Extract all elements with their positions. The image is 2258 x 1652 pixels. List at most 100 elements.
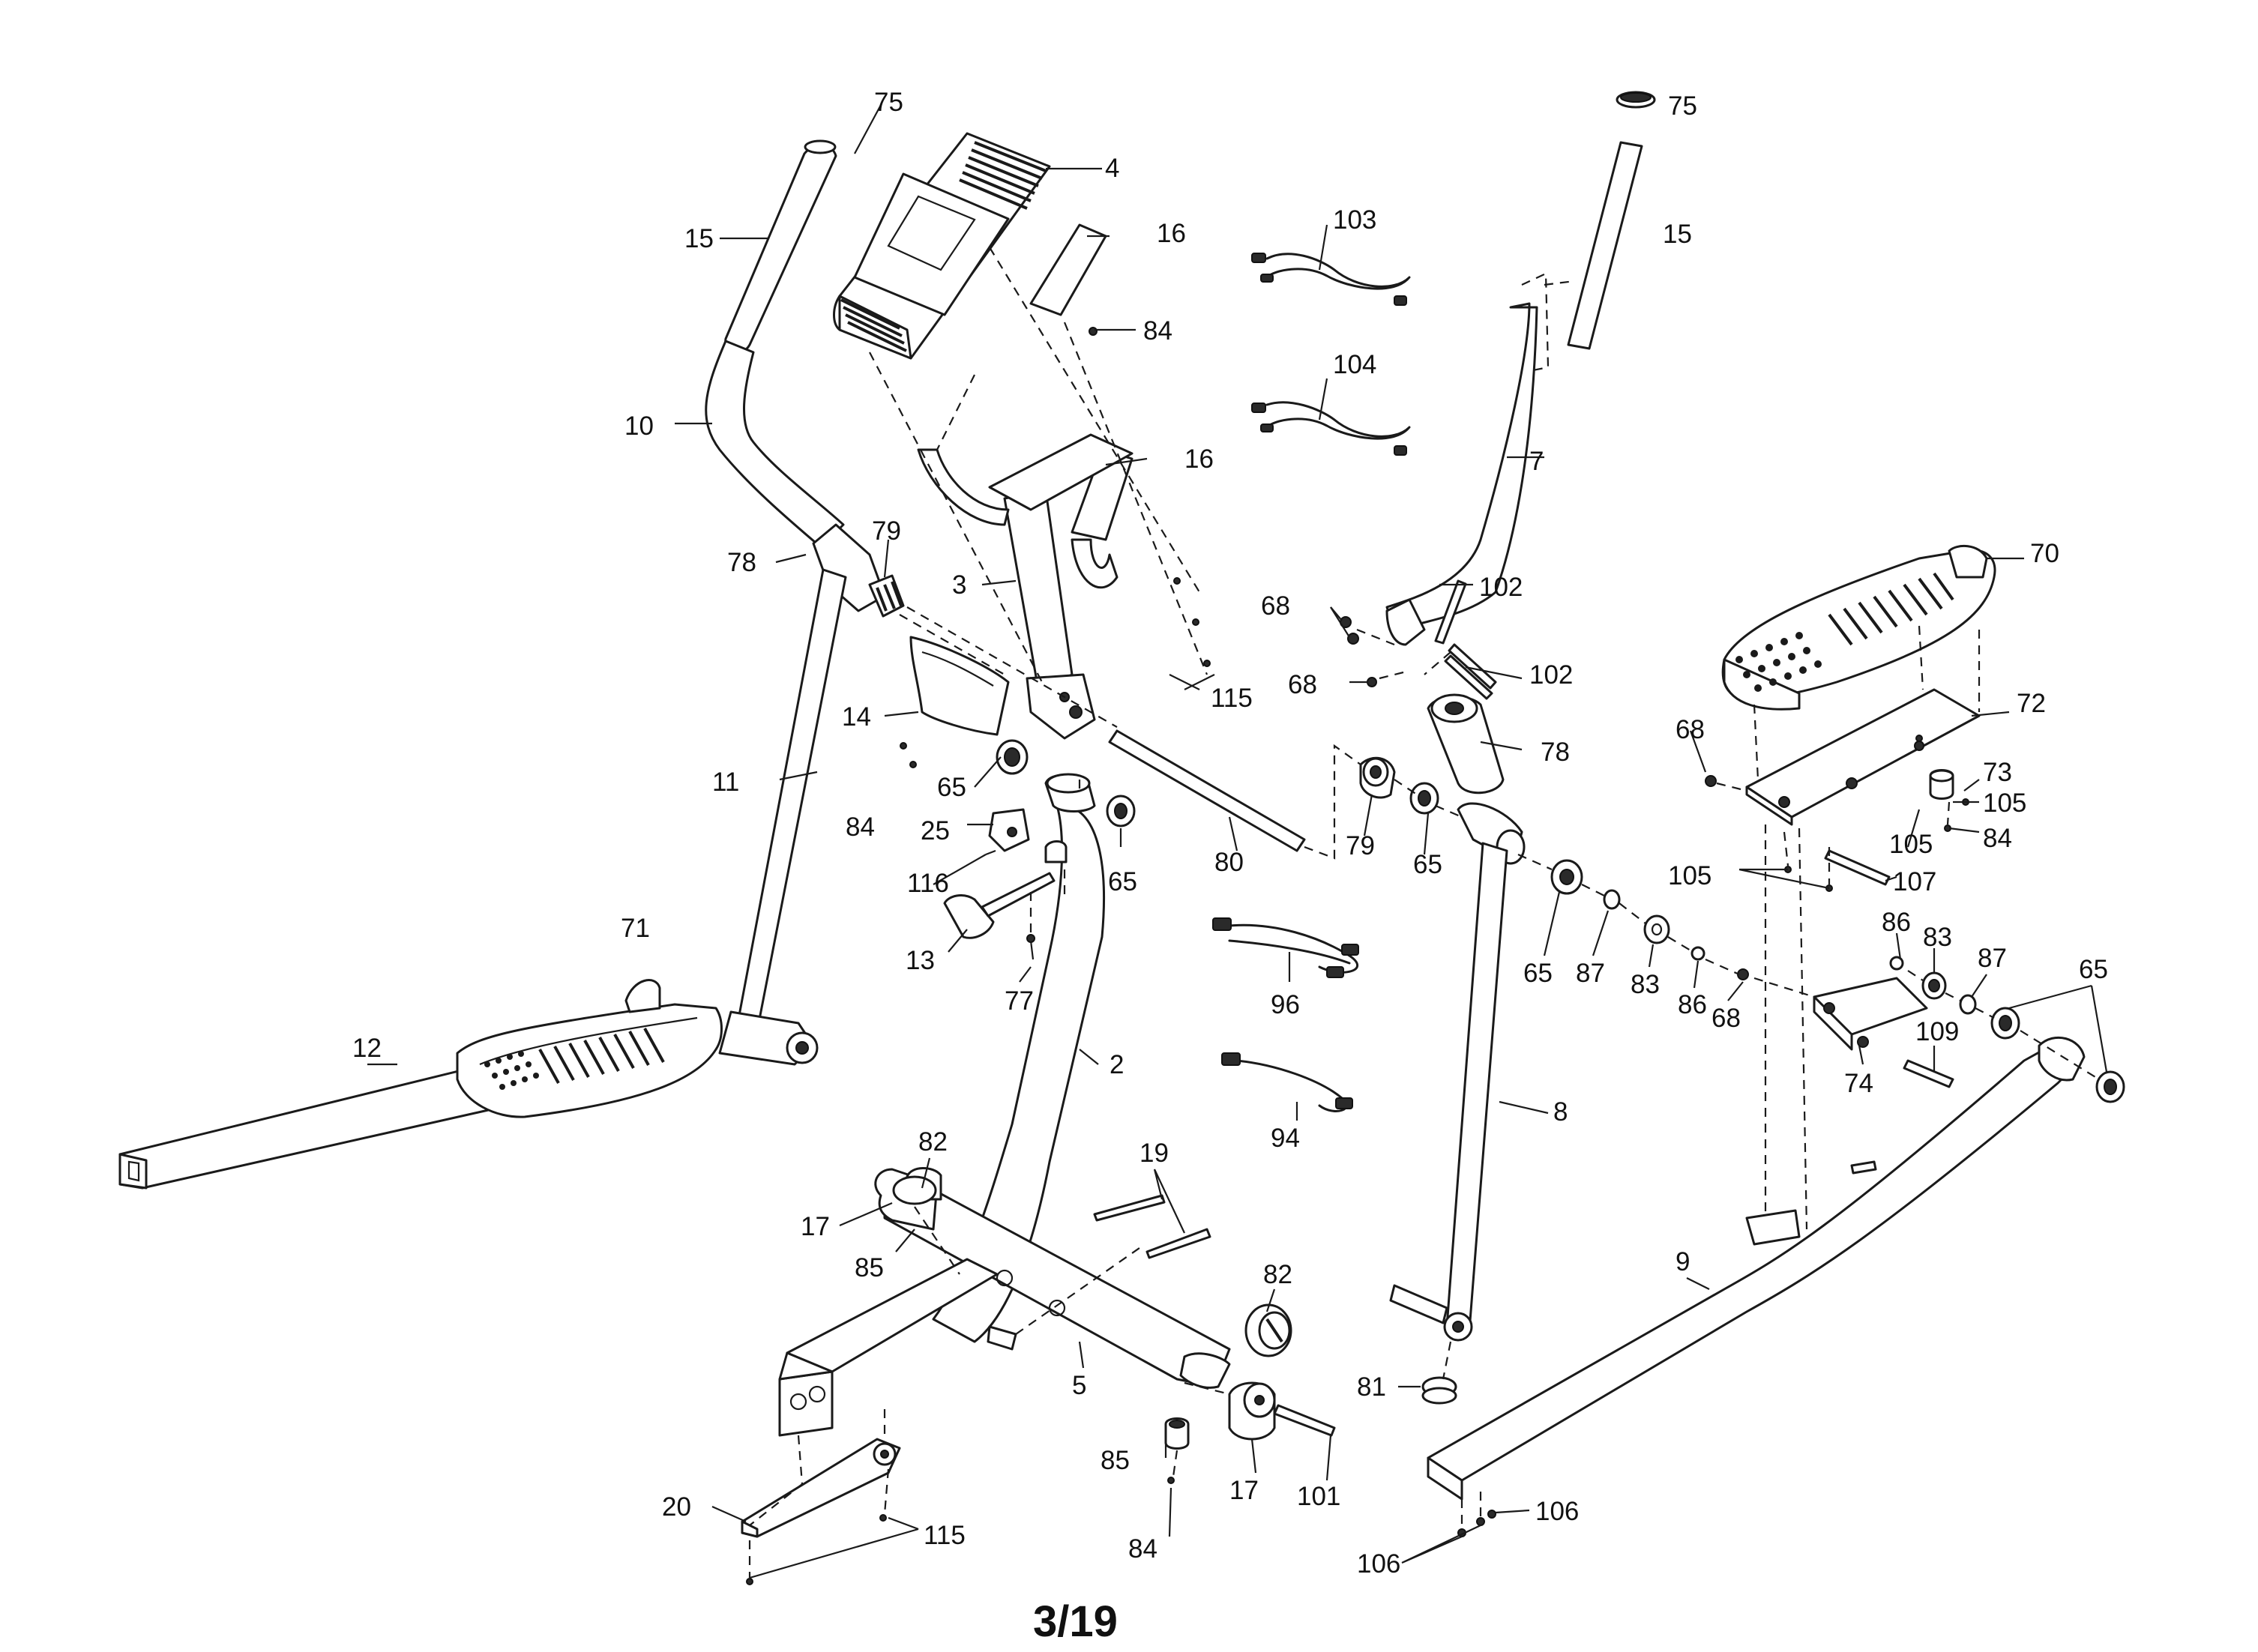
callout-107: 107 xyxy=(1893,867,1936,896)
part-3-console-mast xyxy=(917,433,1133,740)
part-94-wire-harness xyxy=(1221,1052,1353,1112)
callout-105-right: 105 xyxy=(1983,789,2026,818)
part-84-screw-top xyxy=(1089,327,1098,336)
callout-80: 80 xyxy=(1214,848,1244,877)
callout-106-right: 106 xyxy=(1535,1497,1579,1526)
part-13-knob xyxy=(943,894,995,939)
part-84-screws-left xyxy=(900,742,907,750)
part-81-foot-cap xyxy=(1421,1376,1457,1405)
part-11-lower-arm xyxy=(737,568,847,1025)
part-68-nut-d xyxy=(1737,968,1749,980)
callout-106-left: 106 xyxy=(1357,1549,1400,1579)
part-65-bearing-left xyxy=(996,739,1029,775)
callout-2: 2 xyxy=(1110,1050,1124,1079)
part-9-right-pedal-arm xyxy=(1427,1036,2086,1501)
part-65-bearing-mid xyxy=(1409,782,1439,815)
callout-15-left: 15 xyxy=(684,224,714,253)
part-104-wire-harness xyxy=(1251,401,1411,456)
callout-7: 7 xyxy=(1529,447,1544,476)
part-65-bearing-axle xyxy=(1550,859,1583,895)
callout-12: 12 xyxy=(352,1034,382,1063)
part-96-wire-harness xyxy=(1212,917,1359,978)
callout-68-mid: 68 xyxy=(1288,670,1317,699)
callout-73: 73 xyxy=(1983,758,2012,787)
callout-102-upper: 102 xyxy=(1479,573,1523,602)
part-15-right-grip xyxy=(1567,141,1643,350)
part-87-washer xyxy=(1603,889,1621,910)
part-65-bearing-right xyxy=(1990,1007,2020,1040)
part-15-left-grip xyxy=(724,144,837,354)
callout-78-left: 78 xyxy=(727,548,756,577)
part-71-left-pedal xyxy=(456,979,723,1118)
callout-101: 101 xyxy=(1297,1482,1340,1511)
callout-72: 72 xyxy=(2017,689,2046,718)
callout-16-lower: 16 xyxy=(1184,444,1214,474)
callout-65-center: 65 xyxy=(1108,867,1137,896)
callout-17-right: 17 xyxy=(1229,1476,1259,1505)
part-20-front-stabilizer xyxy=(741,1438,901,1538)
callout-116: 116 xyxy=(907,869,949,898)
callout-65-mid: 65 xyxy=(1413,850,1442,879)
callout-84-left: 84 xyxy=(846,813,875,842)
callout-17-left: 17 xyxy=(801,1212,830,1241)
callout-16-upper: 16 xyxy=(1157,219,1186,248)
page-number: 3/19 xyxy=(1033,1597,1118,1646)
part-82-end-cap-top xyxy=(892,1175,937,1205)
part-17-wheel-right xyxy=(1228,1381,1276,1441)
callout-68-upper: 68 xyxy=(1261,591,1290,621)
callout-115-bottom: 115 xyxy=(924,1521,966,1550)
callout-84-top: 84 xyxy=(1143,316,1172,346)
callout-109: 109 xyxy=(1915,1017,1959,1046)
callout-68-lower: 68 xyxy=(1711,1004,1741,1033)
callout-75-left: 75 xyxy=(874,88,903,117)
callout-85-top: 85 xyxy=(855,1253,884,1282)
part-109-bolt xyxy=(1903,1059,1954,1088)
callout-65-left: 65 xyxy=(937,773,966,802)
assembly-guide-lines xyxy=(748,247,2100,1578)
part-19-bolts xyxy=(1093,1194,1166,1222)
part-115-screws-top xyxy=(1173,577,1181,585)
left-handlebar-assembly xyxy=(705,144,905,1066)
callout-85-bottom: 85 xyxy=(1101,1446,1130,1475)
part-84-screw-bottom xyxy=(1167,1477,1175,1484)
callout-4: 4 xyxy=(1105,154,1119,183)
callout-13: 13 xyxy=(906,946,935,975)
callout-8: 8 xyxy=(1553,1097,1568,1127)
callout-70: 70 xyxy=(2030,539,2059,568)
callout-84-right: 84 xyxy=(1983,824,2012,853)
part-68-nut-c xyxy=(1705,775,1717,787)
part-72-pedal-plate xyxy=(1745,688,1981,826)
part-107-bolt xyxy=(1824,849,1891,886)
part-8-lower-arm xyxy=(1389,802,1526,1342)
callout-5: 5 xyxy=(1072,1371,1086,1400)
part-83-spacer xyxy=(1643,914,1670,944)
callout-10: 10 xyxy=(624,412,654,441)
part-101-bolt xyxy=(1273,1404,1336,1437)
callout-leaders xyxy=(367,104,2108,1579)
part-103-wire-harness xyxy=(1251,253,1411,306)
part-86-screw xyxy=(1691,946,1705,961)
part-75-left-cap xyxy=(804,139,837,154)
part-82-end-cap-right xyxy=(1244,1303,1292,1357)
callout-68-right: 68 xyxy=(1676,715,1705,744)
part-116-screw xyxy=(985,849,996,856)
callout-86-left: 86 xyxy=(1678,990,1707,1019)
part-73-bumper xyxy=(1929,769,1954,800)
callout-3: 3 xyxy=(952,570,966,600)
callout-82-top: 82 xyxy=(918,1127,948,1157)
part-65-bearing-far-right xyxy=(2095,1070,2125,1103)
callout-74: 74 xyxy=(1844,1069,1873,1098)
part-5-base-crossbar xyxy=(778,1167,1231,1437)
part-87-washer-right xyxy=(1959,994,1977,1015)
callout-75-right: 75 xyxy=(1668,91,1697,121)
callout-81: 81 xyxy=(1357,1372,1386,1402)
callout-96: 96 xyxy=(1271,990,1300,1019)
callout-103: 103 xyxy=(1333,205,1376,235)
callout-77: 77 xyxy=(1005,986,1034,1016)
callout-15-right: 15 xyxy=(1663,220,1692,249)
callout-83-left: 83 xyxy=(1631,970,1660,999)
callout-102-lower: 102 xyxy=(1529,660,1573,690)
callout-105-left: 105 xyxy=(1668,861,1711,890)
callout-105-mid: 105 xyxy=(1889,830,1933,859)
callout-19: 19 xyxy=(1139,1139,1169,1168)
